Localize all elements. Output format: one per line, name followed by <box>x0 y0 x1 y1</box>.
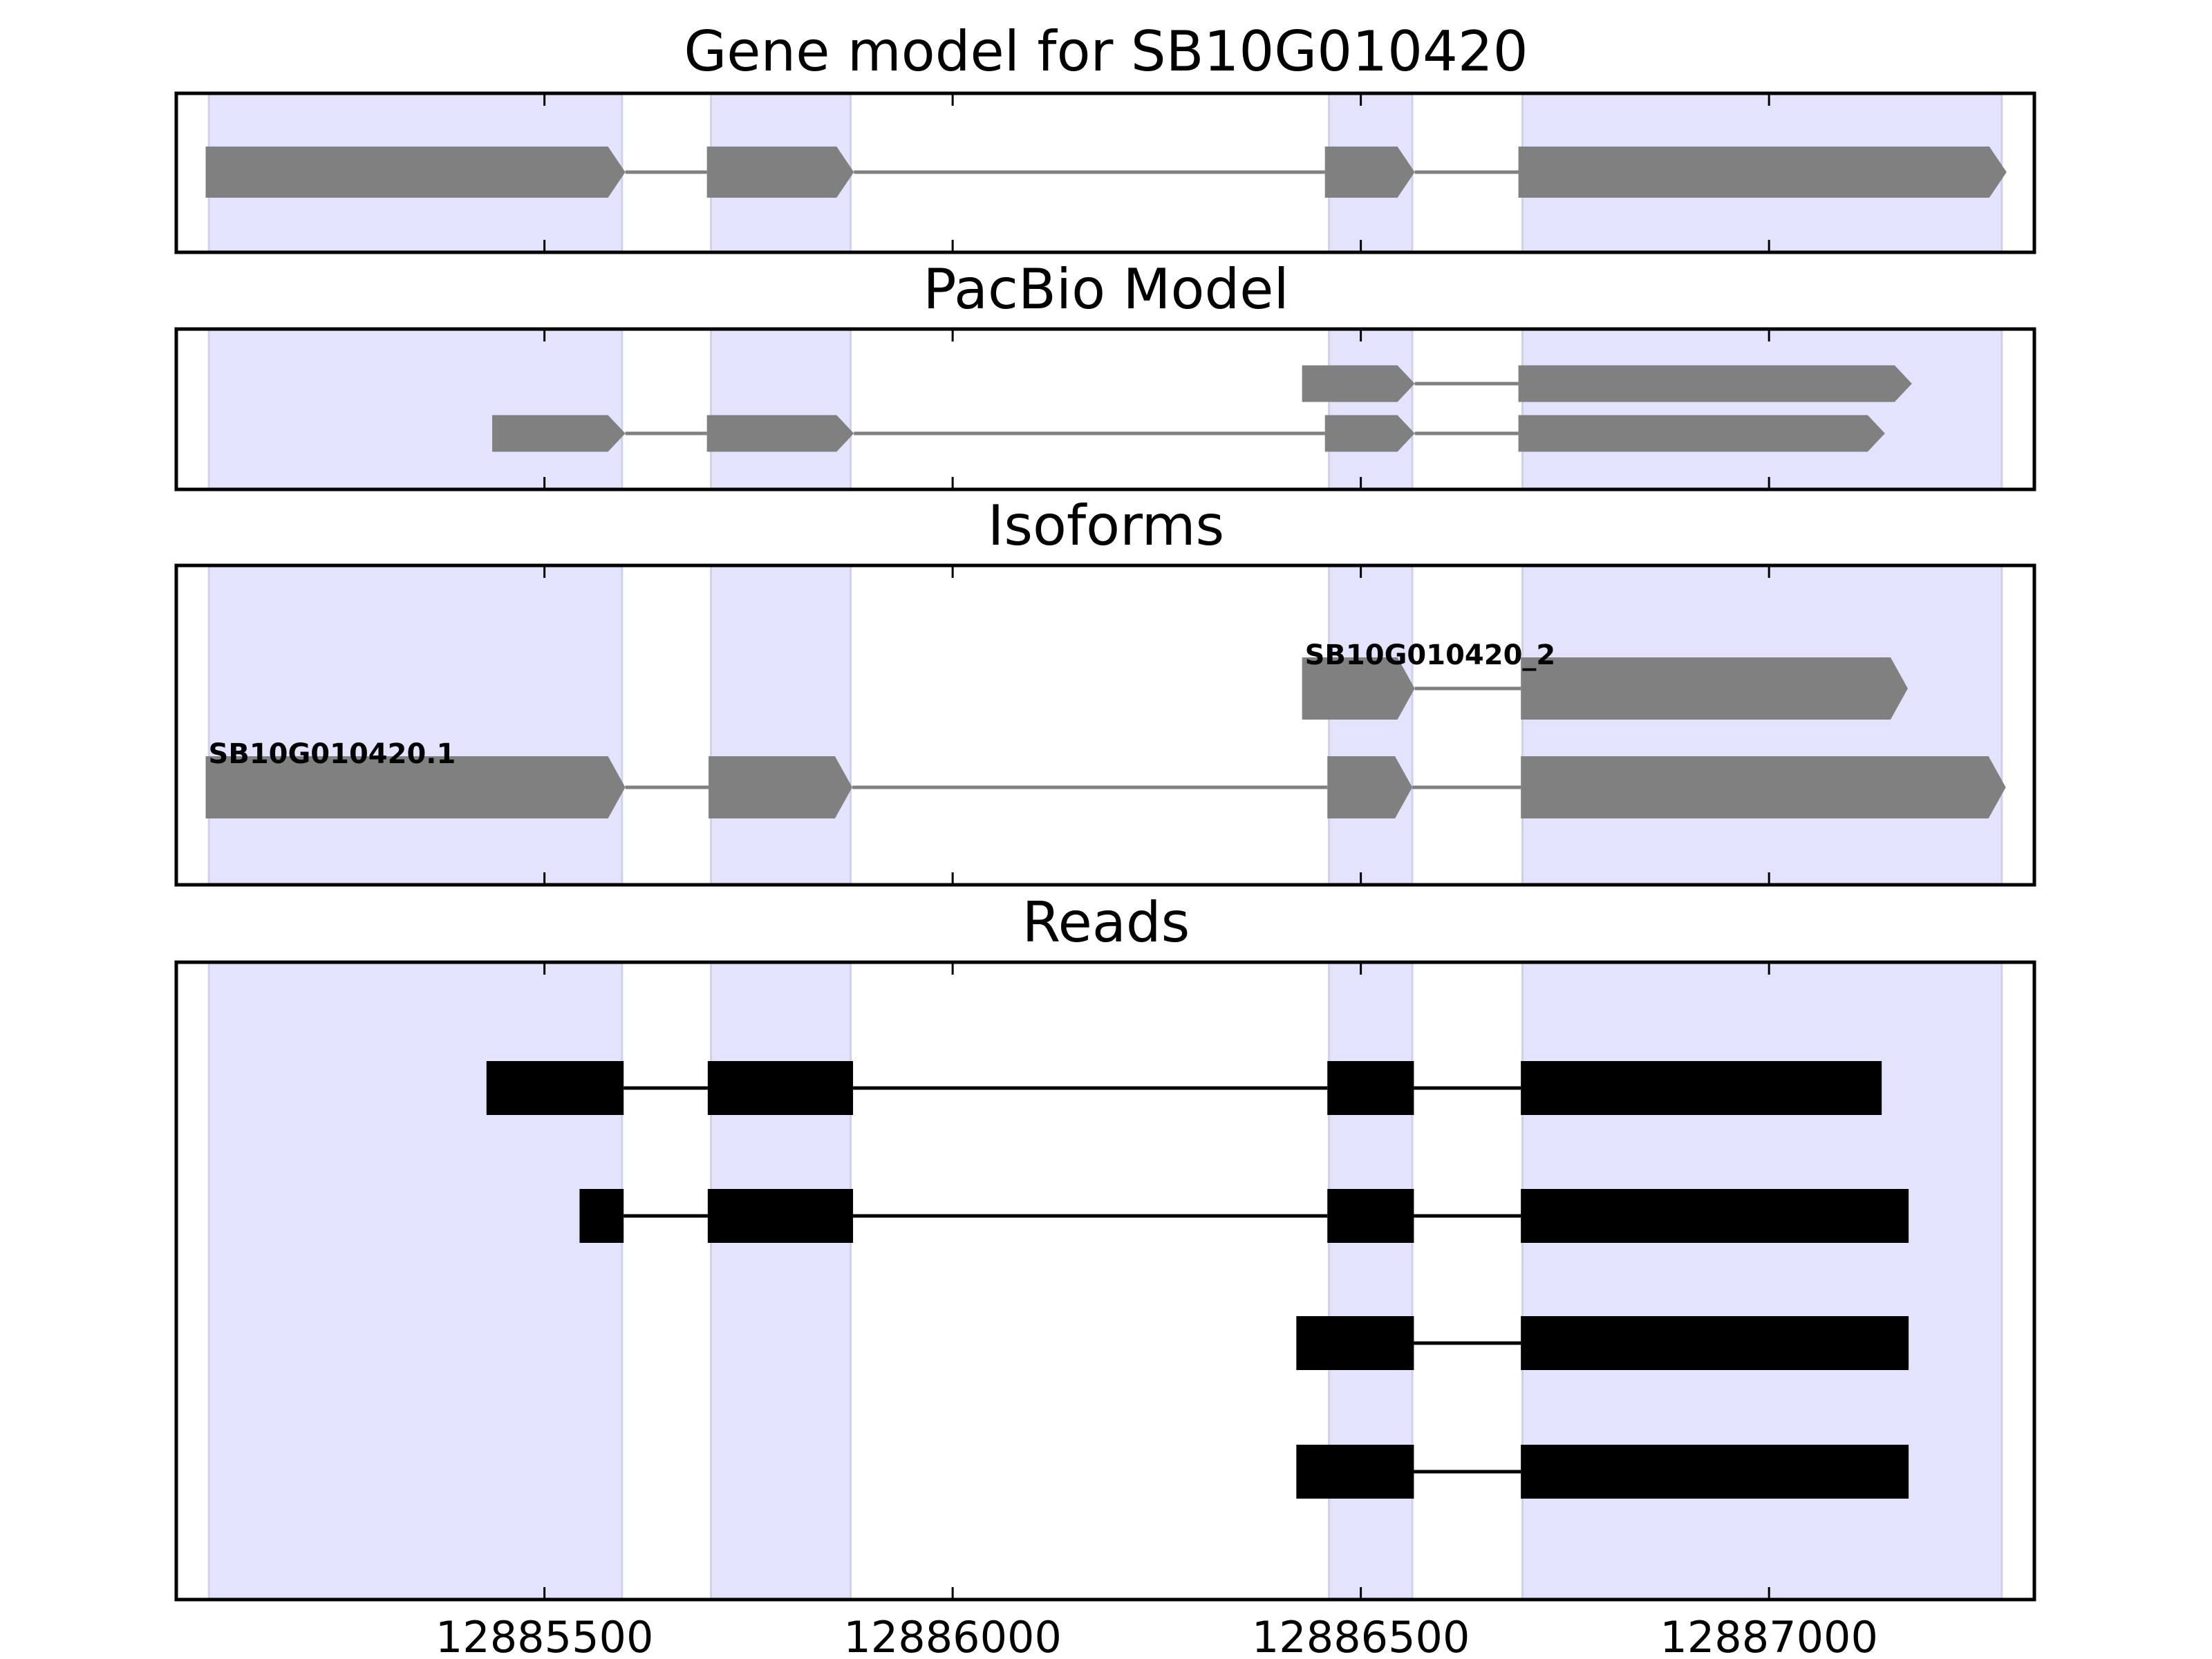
exon-arrow <box>706 415 854 452</box>
shaded-exon-region <box>207 564 624 886</box>
read-block <box>1521 1316 1909 1370</box>
panel-title-reads: Reads <box>1022 890 1190 955</box>
panel-1 <box>174 327 2036 491</box>
exon-arrow <box>709 756 852 818</box>
exon-arrow <box>1302 657 1415 720</box>
x-tick-label: 12886000 <box>843 1612 1062 1659</box>
panel-0 <box>174 91 2036 254</box>
read-block <box>1327 1189 1414 1243</box>
panel-frame <box>174 563 2036 887</box>
x-tick-label: 12885500 <box>435 1612 654 1659</box>
shaded-exon-region <box>1521 564 2003 886</box>
read-block <box>1521 1061 1882 1115</box>
panel-frame <box>174 91 2036 254</box>
exon-arrow <box>205 147 626 198</box>
exon-arrow <box>1518 147 2007 198</box>
panel-3 <box>174 960 2036 1602</box>
read-block <box>1521 1445 1909 1499</box>
exon-arrow <box>1521 756 2006 818</box>
read-block <box>486 1061 624 1115</box>
read-block <box>1327 1061 1414 1115</box>
shaded-exon-region <box>207 328 624 491</box>
shaded-exon-region <box>710 564 852 886</box>
shaded-exon-region <box>1328 564 1414 886</box>
exon-arrow <box>1518 365 1912 402</box>
shaded-exon-region <box>1521 328 2003 491</box>
exon-arrow <box>205 756 626 818</box>
panel-frame <box>174 327 2036 491</box>
panel-frame <box>174 960 2036 1602</box>
exon-arrow <box>1324 415 1415 452</box>
panel-title-isoforms: Isoforms <box>988 494 1224 558</box>
shaded-exon-region <box>1328 328 1414 491</box>
shaded-exon-region <box>1328 961 1414 1601</box>
read-block <box>1296 1316 1414 1370</box>
shaded-exon-region <box>1521 961 2003 1601</box>
read-block <box>1521 1189 1909 1243</box>
x-tick-label: 12886500 <box>1252 1612 1470 1659</box>
exon-arrow <box>1302 365 1415 402</box>
read-block <box>579 1189 624 1243</box>
exon-arrow <box>706 147 854 198</box>
isoform-label: SB10G010420.1 <box>209 738 456 770</box>
shaded-exon-region <box>710 328 852 491</box>
exon-arrow <box>1518 415 1885 452</box>
isoform-label: SB10G010420_2 <box>1305 639 1556 671</box>
panel-title-pacbio: PacBio Model <box>923 257 1288 321</box>
exon-arrow <box>492 415 626 452</box>
x-tick-label: 12887000 <box>1660 1612 1878 1659</box>
read-block <box>707 1189 854 1243</box>
panel-title-gene-model: Gene model for SB10G010420 <box>684 19 1528 84</box>
exon-arrow <box>1521 657 1908 720</box>
shaded-exon-region <box>207 961 624 1601</box>
read-block <box>707 1061 854 1115</box>
exon-arrow <box>1324 147 1415 198</box>
shaded-exon-region <box>710 961 852 1601</box>
exon-arrow <box>1327 756 1413 818</box>
read-block <box>1296 1445 1414 1499</box>
